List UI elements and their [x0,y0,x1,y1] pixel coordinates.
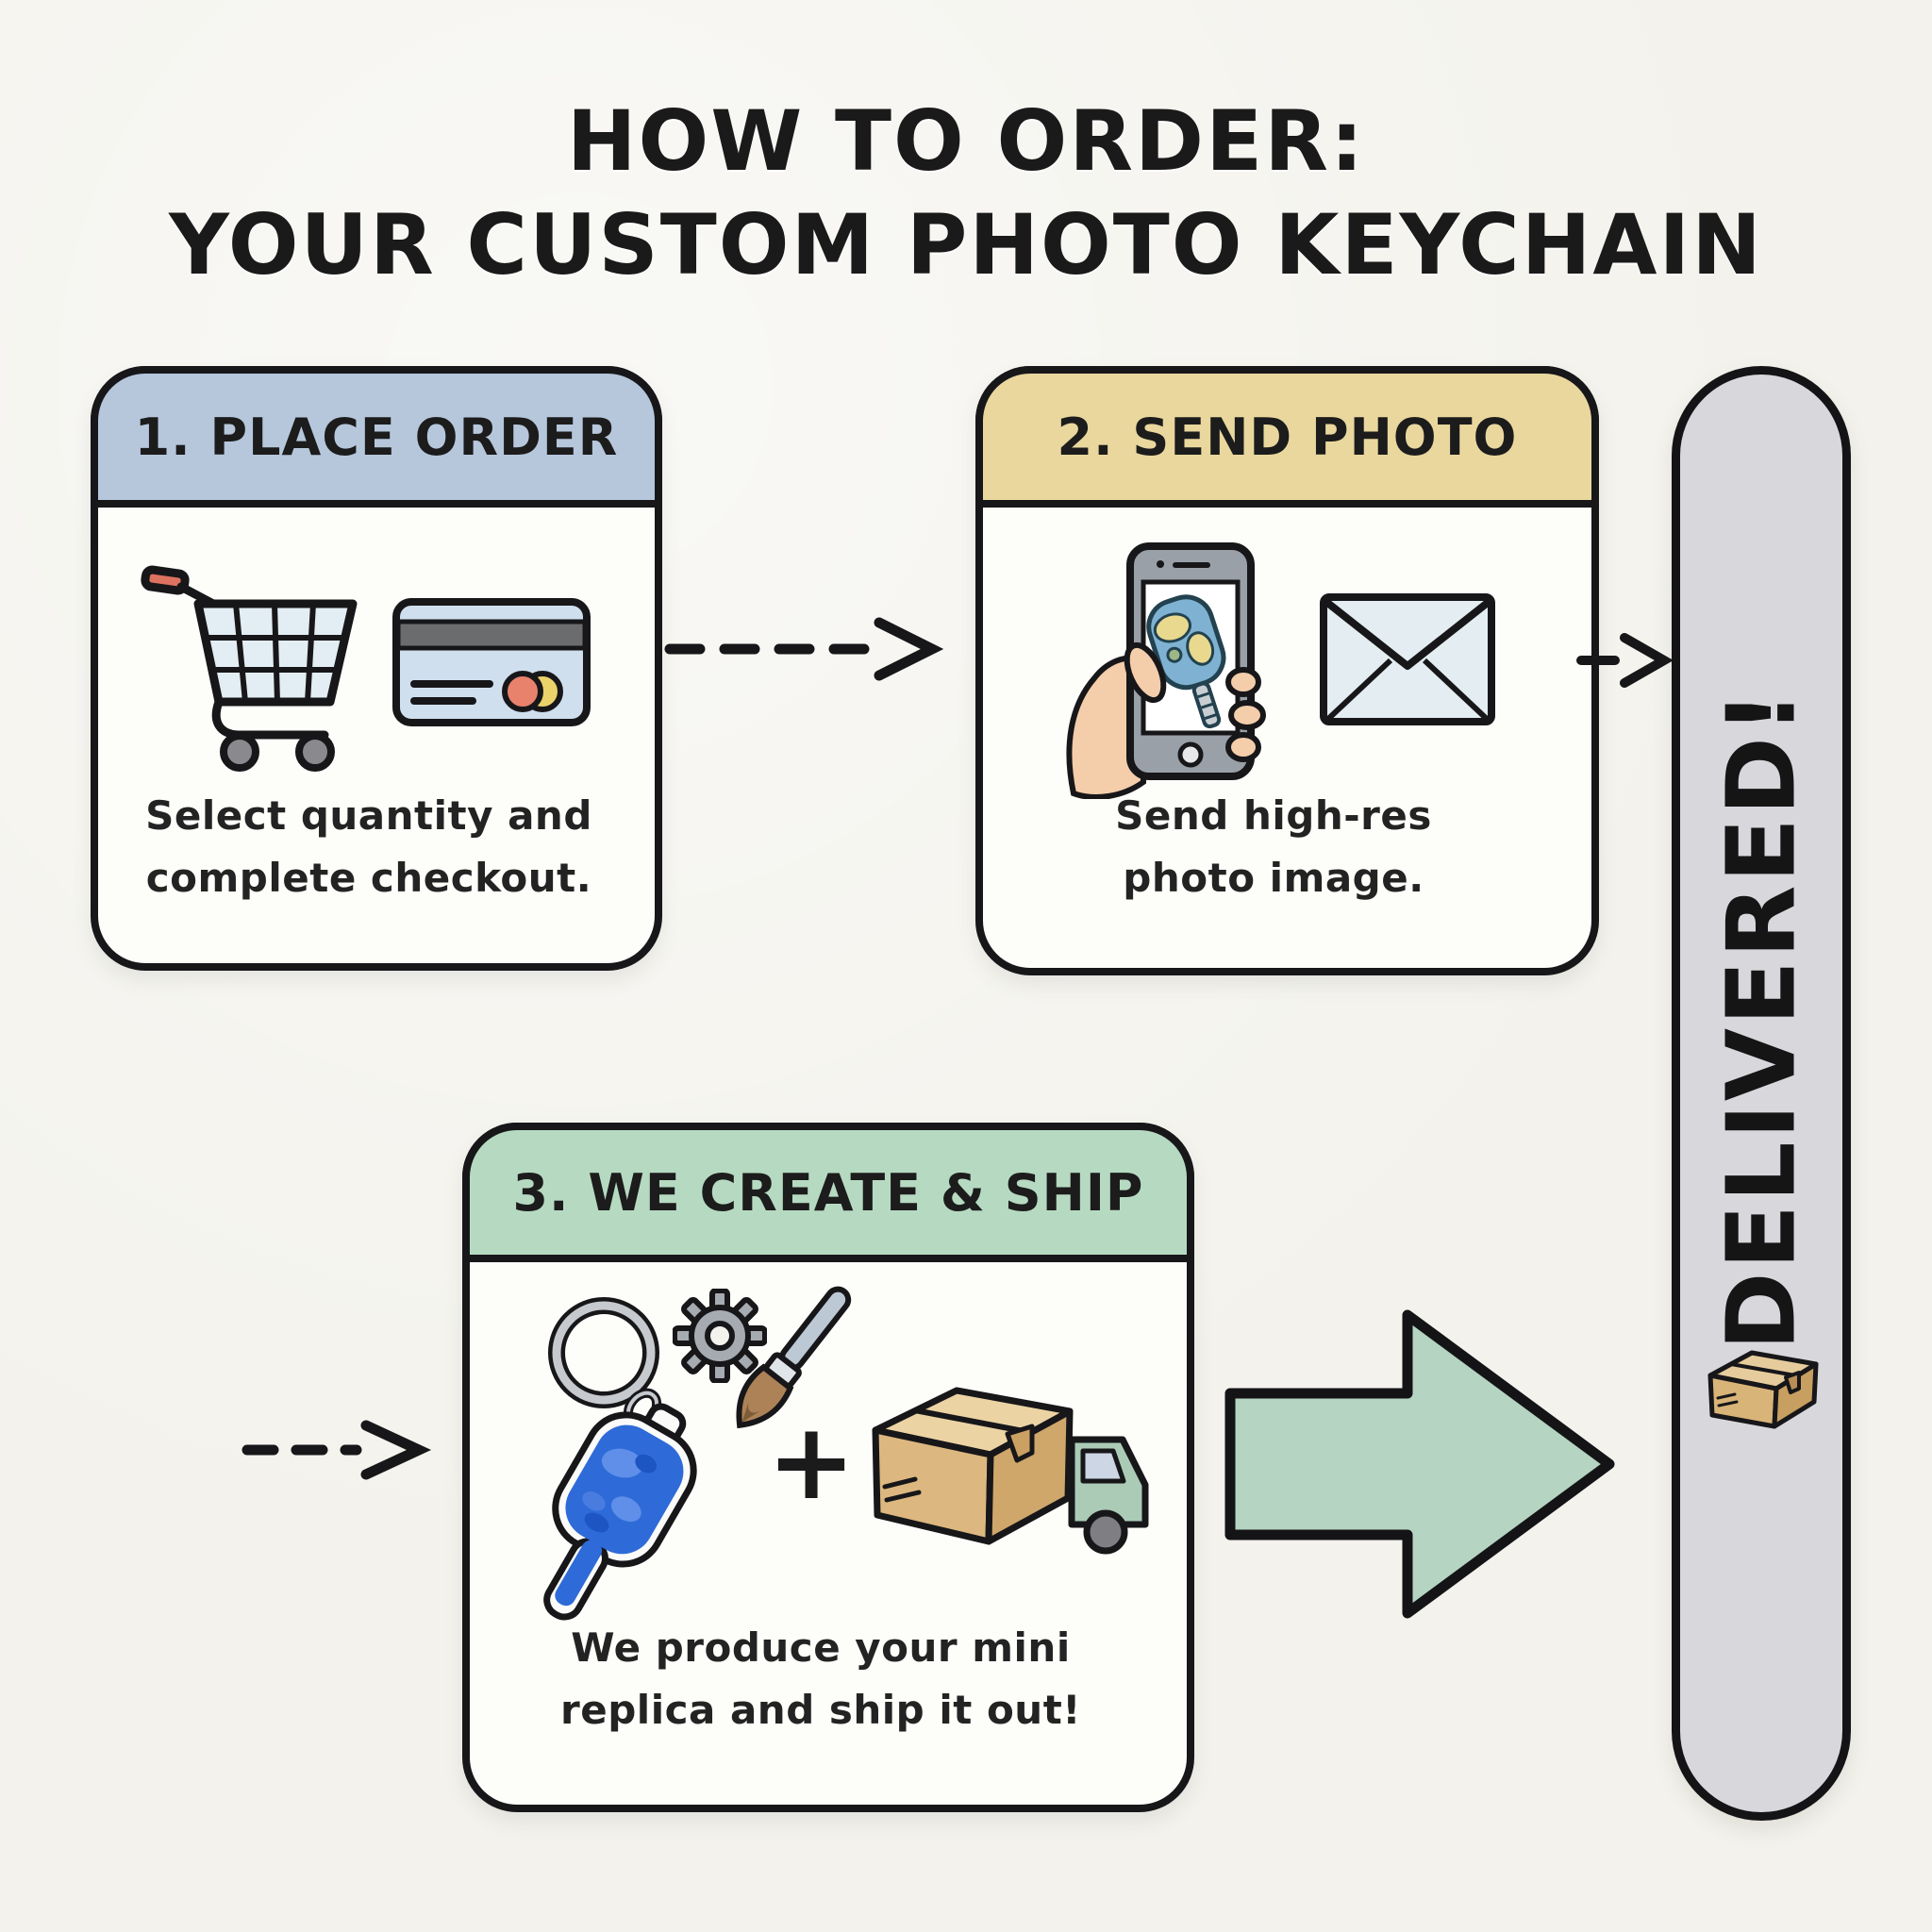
dashed-arrow-step2-to-delivered [1576,633,1672,688]
envelope-icon [1320,593,1495,725]
dashed-arrow-into-step3 [242,1420,432,1480]
step-2-caption-line1: Send high-res [1115,792,1432,839]
step-2-card: 2. SEND PHOTO [975,366,1599,975]
package-truck-icon [872,1387,1149,1555]
package-box-icon [1707,1350,1819,1429]
step-2-caption: Send high-res photo image. [1009,785,1538,909]
hand-holding-phone-icon [1066,542,1266,799]
plus-sign: + [767,1401,856,1524]
page-title-line1: HOW TO ORDER: [566,92,1366,190]
page-title-line2: YOUR CUSTOM PHOTO KEYCHAIN [169,196,1763,293]
step-1-caption-line1: Select quantity and [145,792,592,839]
gear-icon [673,1289,767,1383]
step-1-caption-line2: complete checkout. [145,855,592,901]
keychain-icon [543,1297,697,1621]
step-2-caption-line2: photo image. [1123,855,1424,901]
step-2-header: 2. SEND PHOTO [975,366,1599,508]
step-1-caption: Select quantity and complete checkout. [109,785,628,909]
step-3-caption-line1: We produce your mini [571,1624,1071,1671]
step-3-caption: We produce your mini replica and ship it… [491,1617,1151,1741]
delivered-bar [1672,366,1851,1821]
big-green-arrow-icon [1224,1309,1615,1619]
step-3-header: 3. WE CREATE & SHIP [462,1123,1194,1262]
credit-card-icon [392,598,591,726]
shopping-cart-icon [141,565,358,772]
paintbrush-icon [736,1286,852,1429]
dashed-arrow-step1-to-step2 [664,617,943,681]
step-1-header: 1. PLACE ORDER [91,366,662,508]
step-3-caption-line2: replica and ship it out! [560,1687,1081,1733]
